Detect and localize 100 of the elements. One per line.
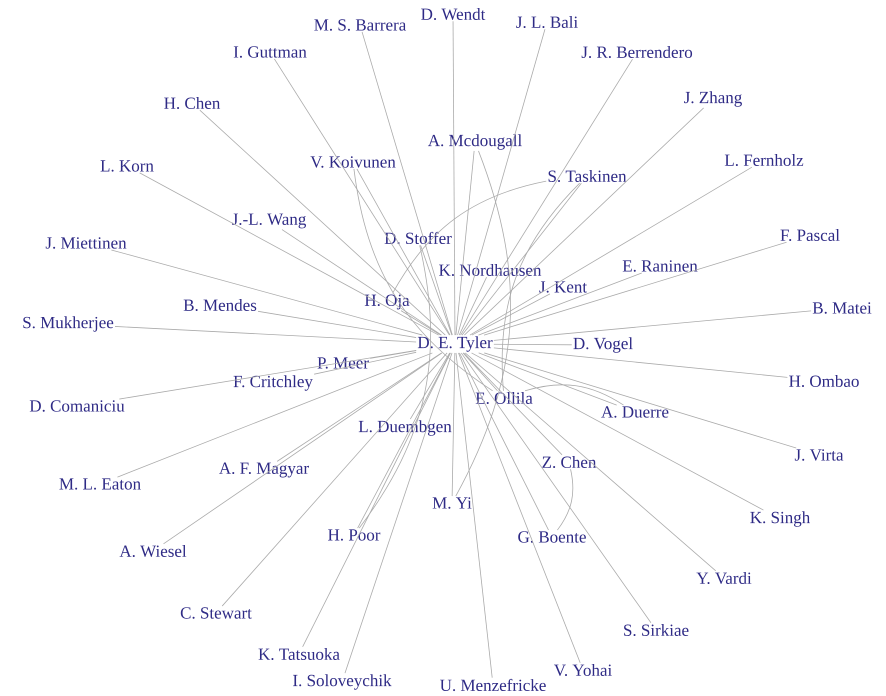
network-edge (470, 166, 752, 336)
network-edge (400, 310, 441, 336)
network-edge (114, 326, 417, 342)
network-edge (493, 310, 812, 341)
network-edge (410, 352, 450, 420)
name-label: J. Virta (794, 449, 844, 461)
network-edge (459, 352, 549, 530)
network-edge (456, 352, 493, 678)
name-label: J. Kent (539, 281, 587, 293)
name-label: S. Taskinen (548, 170, 626, 182)
network-edge (471, 352, 764, 510)
name-label: F. Critchley (234, 375, 313, 391)
network-edge (357, 352, 451, 529)
network-edge (460, 58, 633, 336)
network-edge (456, 150, 475, 336)
network-edge (455, 150, 511, 496)
name-label: M. Yi (432, 497, 472, 509)
name-label: A. Mcdougall (428, 134, 522, 150)
name-label: D. Comaniciu (30, 400, 124, 412)
network-edge (314, 352, 417, 375)
name-label: L. Fernholz (724, 154, 804, 166)
network-edge (452, 20, 456, 336)
name-label: Z. Chen (542, 456, 596, 468)
name-label: H. Chen (164, 96, 220, 110)
network-edge (493, 348, 788, 378)
name-label: H. Oja (364, 294, 410, 310)
network-edge (276, 352, 442, 462)
network-edge (462, 352, 498, 392)
name-label: S. Sirkiae (624, 624, 688, 636)
network-edge (557, 468, 574, 530)
network-edge (420, 244, 452, 336)
name-label: J. L. Bali (516, 16, 578, 28)
network-edge (484, 352, 797, 448)
name-label: V. Yohai (554, 664, 612, 676)
name-label: A. Duerre (601, 406, 668, 418)
network-edge (484, 242, 787, 336)
name-label: I. Guttman (234, 46, 307, 58)
network-edge (472, 294, 550, 336)
network-edge (370, 350, 417, 359)
network-edge (282, 229, 442, 336)
network-edge (139, 172, 439, 336)
name-label: E. Ollila (476, 392, 533, 404)
network-edge (493, 344, 572, 346)
network-edge (199, 110, 446, 336)
name-label: J.-L. Wang (232, 214, 306, 228)
name-label: A. F. Magyar (219, 462, 309, 478)
network-edge (356, 168, 450, 336)
name-label: G. Boente (518, 531, 586, 543)
network-edge (117, 352, 433, 478)
network-edge (354, 168, 494, 392)
name-label: B. Mendes (184, 298, 256, 312)
name-label: L. Korn (100, 160, 154, 172)
name-label: D. Vogel (573, 337, 633, 353)
name-label: B. Matei (812, 302, 872, 314)
network-edge (462, 182, 582, 336)
network-edge (163, 352, 442, 544)
name-label: K. Singh (750, 511, 810, 527)
network-edge (222, 352, 448, 606)
network-edge (460, 352, 652, 624)
name-label: F. Pascal (780, 228, 840, 242)
name-label: K. Nordhausen (439, 264, 542, 276)
network-edge (458, 276, 487, 336)
name-label: D. Wendt (421, 8, 486, 20)
network-edge (362, 32, 453, 336)
network-edge (302, 352, 451, 648)
network-edge (344, 352, 452, 674)
name-label: Y. Vardi (696, 572, 752, 584)
network-edge (464, 108, 704, 336)
network-edge (258, 310, 417, 338)
network-edge (478, 352, 618, 406)
name-label: H. Ombao (789, 375, 859, 388)
name-label: J. Miettinen (46, 237, 126, 249)
network-edge (457, 28, 546, 336)
name-label: E. Raninen (622, 260, 698, 272)
name-label: J. Zhang (684, 91, 742, 107)
name-label: P. Meer (318, 357, 369, 369)
network-edge (392, 180, 547, 294)
name-label: I. Soloveychik (293, 674, 392, 690)
network-edge (478, 272, 642, 336)
network-edge (463, 352, 562, 456)
network-edge (452, 352, 456, 496)
name-label: C. Stewart (180, 607, 252, 619)
name-label: K. Tatsuoka (258, 648, 340, 660)
network-edge (458, 352, 581, 664)
network-edge (464, 352, 716, 572)
network-edge (274, 58, 450, 336)
name-label: A. Wiesel (120, 544, 186, 558)
network-edge (118, 350, 417, 400)
network-edge (358, 244, 431, 529)
name-label: M. L. Eaton (59, 478, 141, 490)
name-label: L. Duembgen (358, 420, 452, 436)
name-label: D. E. Tyler (418, 336, 493, 352)
name-label: S. Mukherjee (23, 316, 114, 332)
name-label: U. Menzefricke (440, 678, 546, 692)
name-label: V. Koivunen (310, 156, 396, 168)
name-label: M. S. Barrera (314, 19, 406, 31)
name-label: J. R. Berrendero (582, 46, 692, 58)
name-label: H. Poor (328, 529, 380, 541)
network-edge (524, 384, 624, 406)
network-edge (502, 182, 580, 392)
